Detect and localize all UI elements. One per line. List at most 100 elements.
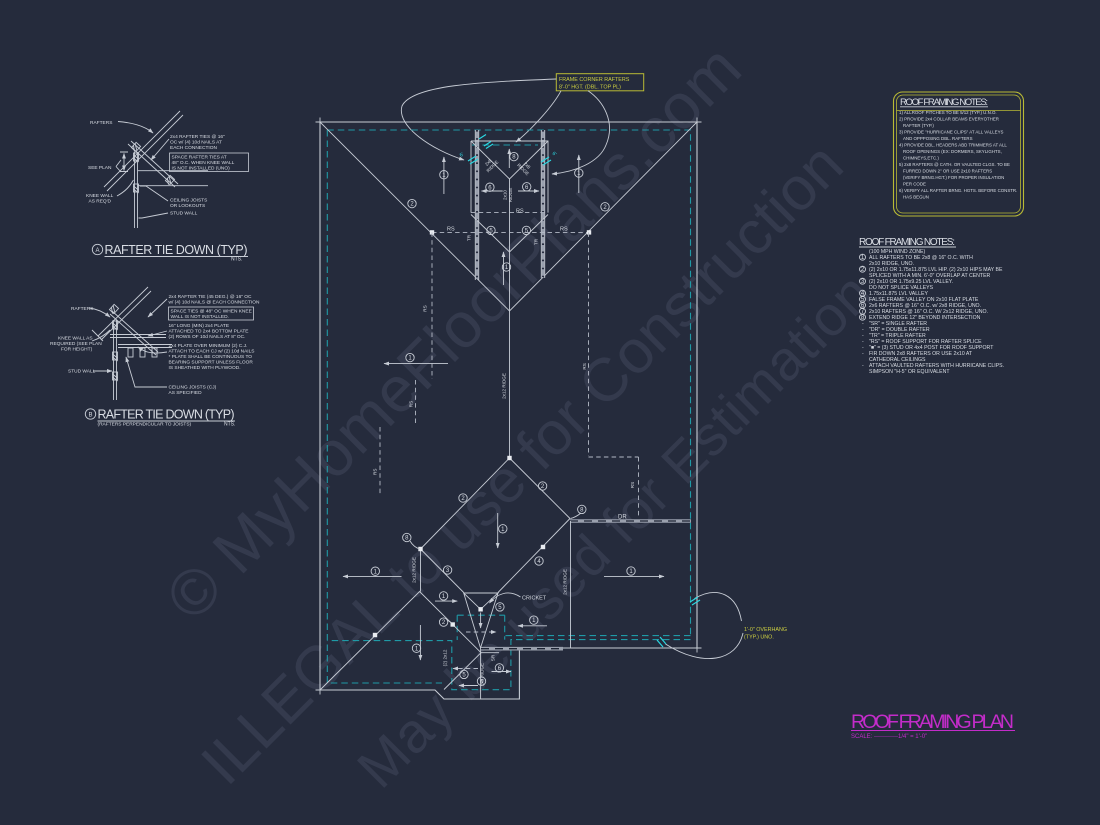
svg-text:6': 6' [551, 151, 558, 158]
svg-text:* PLATE SHALL BE CONTINUOUS TO: * PLATE SHALL BE CONTINUOUS TO [169, 354, 253, 360]
svg-text:6: 6 [498, 666, 502, 672]
svg-text:CEILING JOISTS (CJ): CEILING JOISTS (CJ) [169, 385, 217, 391]
svg-text:RIDGE: RIDGE [508, 188, 513, 203]
svg-text:1: 1 [415, 646, 419, 652]
svg-text:ATTACHED TO 2x4 BOTTOM PLATE: ATTACHED TO 2x4 BOTTOM PLATE [169, 329, 249, 335]
svg-text:2x12 RIDGE: 2x12 RIDGE [412, 557, 417, 583]
svg-text:-: - [862, 363, 864, 369]
svg-text:"DR" = DOUBLE RAFTER: "DR" = DOUBLE RAFTER [869, 327, 930, 333]
svg-text:RS: RS [630, 482, 635, 488]
svg-text:RS: RS [447, 227, 455, 233]
svg-text:RAFTER (TYP.): RAFTER (TYP.) [903, 123, 934, 128]
svg-text:IS NOT INSTALLED (UNO): IS NOT INSTALLED (UNO) [172, 166, 231, 172]
svg-text:w/ (4) 10d NAILS @ EACH CONNEC: w/ (4) 10d NAILS @ EACH CONNECTION [169, 300, 261, 306]
svg-text:1.75x11.875 LVL VALLEY: 1.75x11.875 LVL VALLEY [869, 291, 928, 297]
svg-text:OC w/ (4) 10d NAILS AT: OC w/ (4) 10d NAILS AT [170, 140, 222, 146]
svg-text:6: 6 [525, 185, 529, 191]
svg-text:6: 6 [480, 679, 484, 685]
svg-text:(2) 2x10 OR 1.75x11.875 LVL HI: (2) 2x10 OR 1.75x11.875 LVL HIP. (2) 2x1… [869, 267, 1003, 273]
svg-text:RS: RS [582, 363, 587, 369]
svg-text:A: A [95, 248, 99, 254]
svg-text:1) ALLROOF PITCHES TO BE 5/12: 1) ALLROOF PITCHES TO BE 5/12 (TYP.) U.N… [899, 110, 997, 115]
svg-text:6': 6' [459, 152, 466, 159]
svg-text:TR: TR [534, 238, 539, 245]
svg-text:2x12 RIDGE: 2x12 RIDGE [563, 569, 568, 595]
svg-text:AS REQ'D: AS REQ'D [89, 199, 112, 205]
svg-text:2: 2 [603, 205, 607, 211]
svg-text:4: 4 [861, 291, 865, 297]
svg-text:2x4 PLATE OVER MINIMUM (2) C.J: 2x4 PLATE OVER MINIMUM (2) C.J. [169, 343, 248, 349]
svg-text:SPACE RAFTER TIES AT: SPACE RAFTER TIES AT [172, 155, 227, 161]
svg-text:(100 MPH WIND ZONE): (100 MPH WIND ZONE) [869, 249, 925, 255]
svg-text:SPACE TIES @ 48" OC WHEN KNEE: SPACE TIES @ 48" OC WHEN KNEE [171, 309, 252, 315]
svg-text:(TYP.) UNO.: (TYP.) UNO. [744, 635, 774, 641]
svg-text:5: 5 [861, 297, 865, 303]
svg-text:5: 5 [498, 605, 502, 611]
svg-text:CHIMNEYS,ETC.): CHIMNEYS,ETC.) [903, 156, 939, 161]
svg-text:TR: TR [467, 234, 472, 241]
svg-text:"SR" = SINGLE RAFTER: "SR" = SINGLE RAFTER [869, 321, 927, 327]
svg-text:2x10: 2x10 [503, 190, 508, 200]
svg-text:RS: RS [423, 305, 428, 311]
svg-text:SPLICED WITH A MIN. 6'-0" OVER: SPLICED WITH A MIN. 6'-0" OVERLAP AT CEN… [869, 273, 991, 279]
svg-text:8: 8 [512, 155, 516, 161]
svg-text:EXTEND RIDGE 12" BEYOND INTERS: EXTEND RIDGE 12" BEYOND INTERSECTION [869, 315, 981, 321]
svg-text:STUD WALL: STUD WALL [68, 369, 96, 375]
svg-text:2x8 RIDGE: 2x8 RIDGE [480, 663, 485, 686]
svg-text:1: 1 [577, 171, 581, 177]
svg-text:FOR HEIGHT): FOR HEIGHT) [61, 347, 93, 353]
svg-text:2: 2 [410, 202, 414, 208]
svg-text:STUD WALL: STUD WALL [170, 211, 198, 217]
svg-text:(RAFTERS PERPENDICULAR TO JOIS: (RAFTERS PERPENDICULAR TO JOISTS) [98, 422, 192, 428]
svg-text:RAFTER TIE DOWN (TYP): RAFTER TIE DOWN (TYP) [98, 408, 235, 422]
svg-text:RS: RS [516, 209, 524, 215]
svg-text:2: 2 [861, 267, 865, 273]
svg-text:CRICKET: CRICKET [522, 596, 547, 602]
svg-text:ROOF FRAMING PLAN: ROOF FRAMING PLAN [851, 711, 1014, 733]
svg-text:BEARING SUPPORT UNLESS FLOOR: BEARING SUPPORT UNLESS FLOOR [169, 360, 254, 366]
svg-text:-: - [862, 327, 864, 333]
svg-text:RAFTERS: RAFTERS [90, 120, 112, 126]
svg-text:PER CODE: PER CODE [903, 182, 926, 187]
svg-text:"RS" = ROOF SUPPORT FOR RAFTER: "RS" = ROOF SUPPORT FOR RAFTER SPLICE [869, 339, 982, 345]
svg-text:SEE PLAN: SEE PLAN [88, 165, 112, 171]
svg-text:-: - [862, 351, 864, 357]
svg-text:2x10 RIDGE, UNO.: 2x10 RIDGE, UNO. [869, 261, 914, 267]
svg-text:REQUIRED (SEE PLAN: REQUIRED (SEE PLAN [50, 341, 102, 347]
svg-text:(2) ROWS OF 10d NAILS AT 8" OC: (2) ROWS OF 10d NAILS AT 8" OC. [169, 334, 246, 340]
svg-text:ATTACH TO EACH CJ w/ (2) 10d N: ATTACH TO EACH CJ w/ (2) 10d NAILS [169, 349, 255, 355]
svg-text:WALL IS NOT INSTALLED.: WALL IS NOT INSTALLED. [171, 314, 229, 320]
svg-text:RS: RS [372, 469, 377, 475]
svg-text:16" LONG (MIN) 2x4 PLATE: 16" LONG (MIN) 2x4 PLATE [169, 323, 230, 329]
svg-text:SCALE: ------------1/4" = 1'-0: SCALE: ------------1/4" = 1'-0" [851, 734, 927, 740]
svg-text:ROOF FRAMING NOTES:: ROOF FRAMING NOTES: [859, 237, 955, 248]
svg-text:2x4 RAFTER TIES @ 16": 2x4 RAFTER TIES @ 16" [170, 134, 225, 140]
svg-text:SIMPSON "H-5" OR EQUIVALENT: SIMPSON "H-5" OR EQUIVALENT [869, 369, 950, 375]
svg-text:5: 5 [462, 673, 466, 679]
svg-text:1: 1 [505, 265, 509, 271]
svg-text:FRAME CORNER RAFTERS: FRAME CORNER RAFTERS [559, 77, 630, 83]
svg-text:3: 3 [446, 568, 450, 574]
svg-text:CEILING JOISTS: CEILING JOISTS [170, 198, 207, 204]
svg-text:(VERIFY BRNG.HGT.) FOR PROPER: (VERIFY BRNG.HGT.) FOR PROPER INSULATION [903, 175, 1004, 180]
svg-text:8: 8 [405, 536, 409, 542]
svg-text:ALL RAFTERS TO BE 2x8 @ 16" O.: ALL RAFTERS TO BE 2x8 @ 16" O.C. WITH [869, 255, 973, 261]
svg-text:2x12 RIDGE: 2x12 RIDGE [502, 373, 507, 399]
svg-text:(2) 2x10 OR 1.75x9.25 LVL VALL: (2) 2x10 OR 1.75x9.25 LVL VALLEY. [869, 279, 953, 285]
svg-text:-: - [862, 345, 864, 351]
svg-text:KNEE WALL: KNEE WALL [86, 193, 114, 199]
svg-text:NTS.: NTS. [231, 257, 242, 263]
svg-text:5: 5 [525, 229, 529, 235]
svg-text:6) VERIFY ALL RAFTER BRNG. HG: 6) VERIFY ALL RAFTER BRNG. HGTS. BEFORE … [899, 188, 1017, 193]
svg-text:1: 1 [442, 173, 446, 179]
svg-text:6: 6 [488, 185, 492, 191]
svg-text:DR: DR [618, 515, 627, 521]
svg-text:2x4 RAFTER TIE (45 DEG.) @ 16": 2x4 RAFTER TIE (45 DEG.) @ 16" OC [169, 294, 253, 300]
svg-text:1: 1 [501, 527, 505, 533]
svg-text:FIR DOWN 2x8 RAFTERS OR USE 2x: FIR DOWN 2x8 RAFTERS OR USE 2x10 AT [869, 351, 973, 357]
svg-text:1: 1 [374, 569, 378, 575]
svg-text:DO NOT SPLICE VALLEYS: DO NOT SPLICE VALLEYS [869, 285, 934, 291]
svg-text:1: 1 [408, 356, 412, 362]
svg-text:8: 8 [861, 315, 865, 321]
svg-text:-: - [862, 333, 864, 339]
